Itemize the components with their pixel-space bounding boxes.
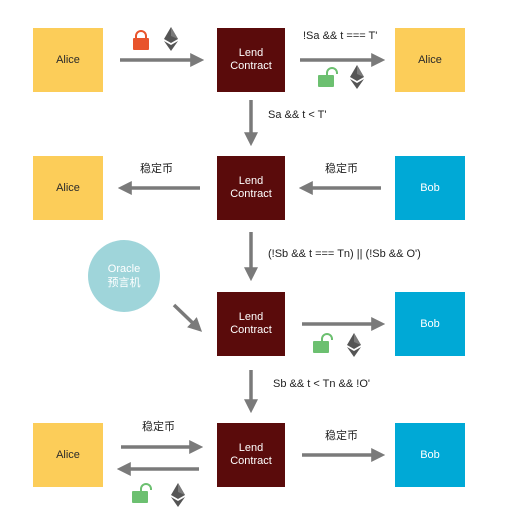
stablecoin-label-right-row4: 稳定币	[325, 430, 358, 442]
ethereum-icon	[347, 333, 361, 357]
lock-closed-icon	[133, 30, 149, 50]
bob-label: Bob	[420, 181, 440, 194]
condition-label-row4: Sb && t < Tn && !O'	[273, 378, 370, 390]
alice-box-row2: Alice	[33, 156, 103, 220]
contract-label-line1: Lend	[238, 311, 264, 323]
oracle-circle: Oracle 预言机	[88, 240, 160, 312]
lock-open-icon	[313, 333, 333, 353]
contract-label-line1: Lend	[238, 175, 264, 187]
bob-label: Bob	[420, 317, 440, 330]
contract-label-line2: Contract	[230, 188, 272, 200]
lock-open-icon	[318, 67, 338, 87]
stablecoin-label-right-row2: 稳定币	[325, 163, 358, 175]
alice-label: Alice	[418, 53, 442, 66]
contract-label-line1: Lend	[238, 47, 264, 59]
alice-box-row1: Alice	[33, 28, 103, 92]
alice-box-row4: Alice	[33, 423, 103, 487]
contract-label-line1: Lend	[238, 442, 264, 454]
condition-label-row1: !Sa && t === T'	[303, 30, 378, 42]
bob-box-row2: Bob	[395, 156, 465, 220]
bob-box-row3: Bob	[395, 292, 465, 356]
ethereum-icon	[164, 27, 178, 51]
alice-label: Alice	[56, 448, 80, 461]
stablecoin-label-left-row4: 稳定币	[142, 421, 175, 433]
alice-return-box-row1: Alice	[395, 28, 465, 92]
contract-label-line2: Contract	[230, 60, 272, 72]
bob-box-row4: Bob	[395, 423, 465, 487]
condition-label-row2: Sa && t < T'	[268, 109, 327, 121]
stablecoin-label-left-row2: 稳定币	[140, 163, 173, 175]
oracle-label: Oracle	[107, 263, 141, 275]
bob-label: Bob	[420, 448, 440, 461]
alice-label: Alice	[56, 53, 80, 66]
ethereum-icon	[350, 65, 364, 89]
contract-label-line2: Contract	[230, 455, 272, 467]
alice-label: Alice	[56, 181, 80, 194]
oracle-label-cn: 预言机	[107, 277, 141, 289]
ethereum-icon	[171, 483, 185, 507]
arrow-oracle-to-contract	[172, 303, 203, 332]
lock-open-icon	[132, 483, 152, 503]
contract-label-line2: Contract	[230, 324, 272, 336]
condition-label-row3: (!Sb && t === Tn) || (!Sb && O')	[268, 248, 421, 260]
